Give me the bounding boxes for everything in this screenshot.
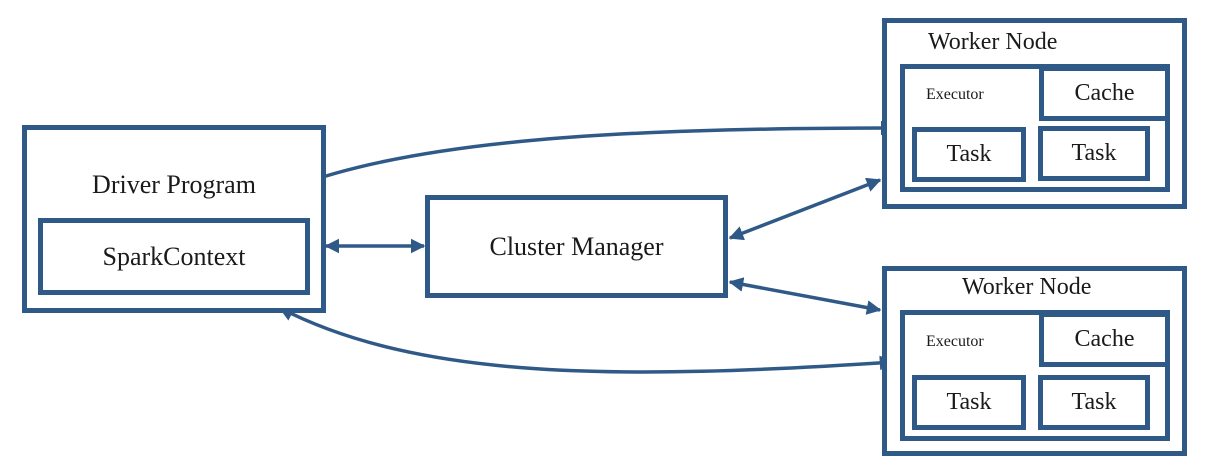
task-box-1a: Task: [912, 127, 1026, 182]
arrow-cluster-manager-to-worker-2: [728, 277, 882, 315]
task-label-2a: Task: [946, 389, 992, 415]
executor-label-2: Executor: [926, 333, 984, 350]
task-label-2b: Task: [1071, 389, 1117, 415]
task-box-1b: Task: [1038, 126, 1150, 181]
worker-node-title-2: Worker Node: [962, 274, 1092, 300]
cluster-manager-label: Cluster Manager: [489, 231, 664, 261]
cluster-manager-box: Cluster Manager: [425, 195, 728, 298]
arrow-driver-to-worker-2: [278, 306, 895, 374]
arrow-driver-to-worker-1: [294, 120, 896, 189]
spark-context-label: SparkContext: [102, 241, 246, 271]
cache-box-2: Cache: [1039, 312, 1170, 367]
cache-box-1: Cache: [1039, 66, 1170, 121]
task-box-2b: Task: [1038, 375, 1150, 430]
spark-context-box: SparkContext: [38, 218, 310, 295]
cache-label-1: Cache: [1074, 80, 1135, 106]
cache-label-2: Cache: [1074, 326, 1135, 352]
task-label-1a: Task: [946, 141, 992, 167]
task-box-2a: Task: [912, 375, 1026, 430]
worker-node-title-1: Worker Node: [928, 29, 1058, 55]
executor-label-1: Executor: [926, 86, 984, 103]
driver-program-title: Driver Program: [92, 170, 256, 199]
arrow-cluster-manager-to-worker-1: [728, 177, 882, 241]
task-label-1b: Task: [1071, 140, 1117, 166]
